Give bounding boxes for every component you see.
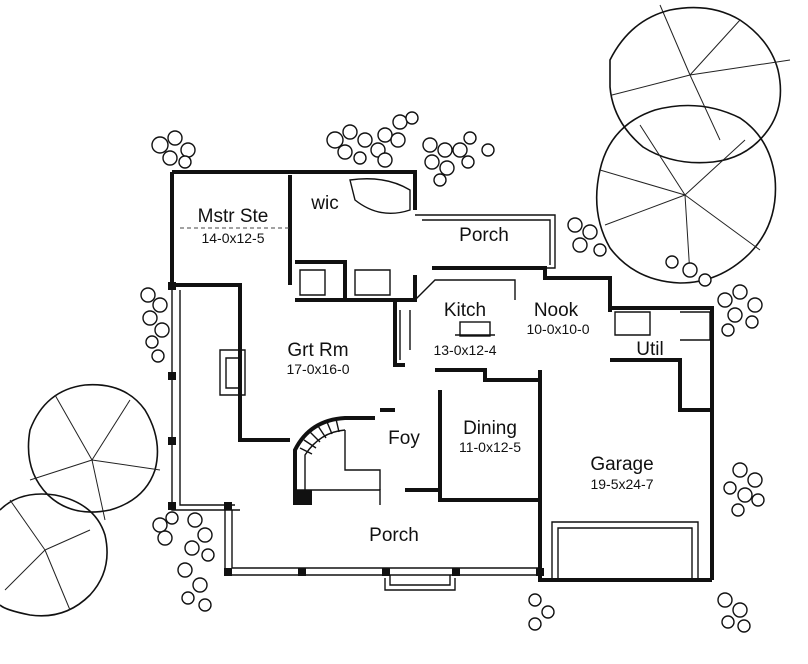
tree-left xyxy=(27,383,161,521)
garage-dims: 19-5x24-7 xyxy=(590,476,653,492)
dining-name: Dining xyxy=(463,418,517,439)
kitchen-name: Kitch xyxy=(444,300,486,321)
nook-name: Nook xyxy=(534,300,579,321)
wic-name: wic xyxy=(310,193,338,214)
master-suite-dims: 14-0x12-5 xyxy=(201,230,264,246)
utility-name: Util xyxy=(636,339,663,360)
nook-dims: 10-0x10-0 xyxy=(526,321,589,337)
tree-right-large xyxy=(595,104,777,284)
room-labels: Mstr Ste 14-0x12-5 wic Porch Kitch 13-0x… xyxy=(198,193,664,546)
exterior-walls xyxy=(168,170,714,591)
front-porch-name: Porch xyxy=(369,525,419,546)
kitchen-dims: 13-0x12-4 xyxy=(433,342,496,358)
landscape-trees xyxy=(0,4,791,617)
garage-door xyxy=(551,521,699,580)
great-room-name: Grt Rm xyxy=(287,340,348,361)
rear-porch-name: Porch xyxy=(459,225,509,246)
master-suite-name: Mstr Ste xyxy=(198,206,269,227)
landscape-shrubs xyxy=(140,111,765,633)
tree-top-right xyxy=(609,4,791,164)
interior-walls xyxy=(172,175,712,505)
tree-left-lower xyxy=(0,493,108,617)
great-room-dims: 17-0x16-0 xyxy=(286,361,349,377)
garage-name: Garage xyxy=(590,454,653,475)
dining-dims: 11-0x12-5 xyxy=(459,439,521,455)
foyer-name: Foy xyxy=(388,428,420,449)
